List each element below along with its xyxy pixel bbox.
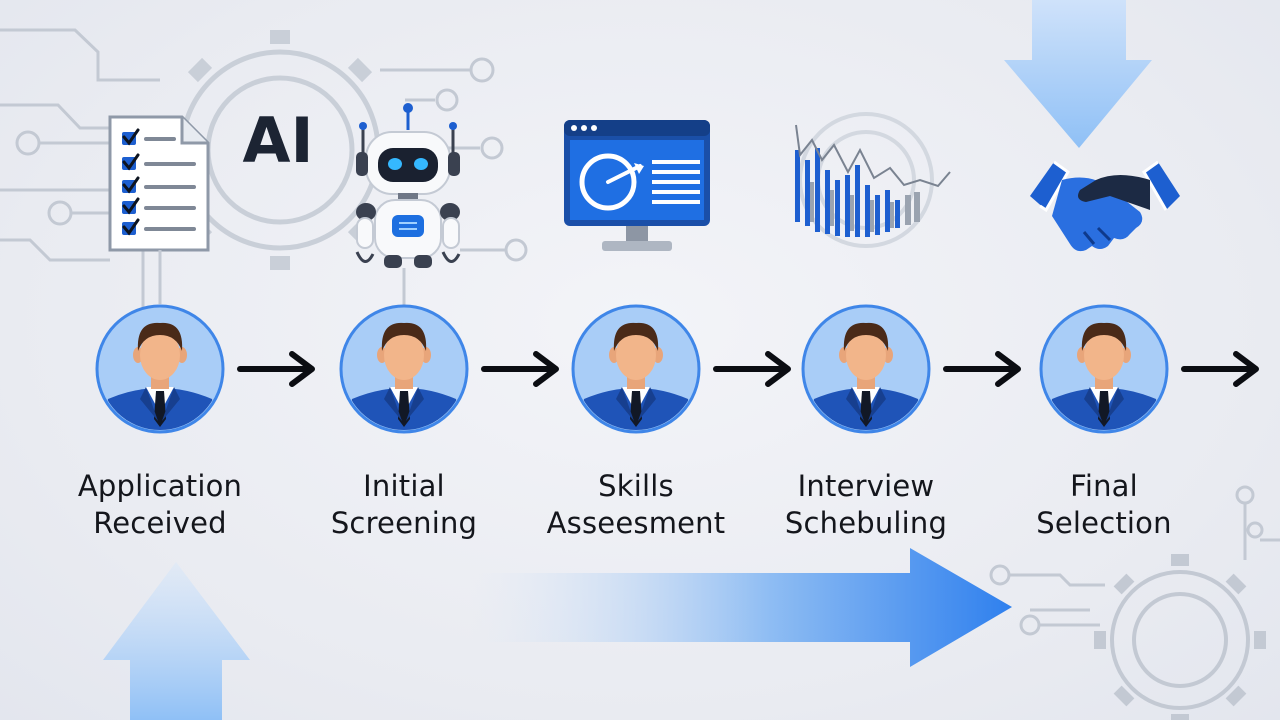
stage-label-line2: Selection	[1036, 506, 1172, 540]
stage-label-interview-scheduling: Interview Schebuling	[756, 468, 976, 542]
stage-label-line1: Skills	[598, 469, 674, 503]
stage-avatar-2	[339, 304, 469, 434]
stage-label-line1: Initial	[363, 469, 445, 503]
ai-badge-text: AI	[242, 104, 314, 177]
stage-label-line2: Screening	[330, 506, 478, 540]
stage-label-line2: Asseesment	[546, 506, 726, 540]
monitor-dashboard-icon	[564, 120, 710, 251]
stage-avatar-4	[801, 304, 931, 434]
big-arrow-right	[470, 548, 1012, 667]
stage-avatar-1	[95, 304, 225, 434]
handshake-icon	[1030, 160, 1180, 252]
stage-avatar-3	[571, 304, 701, 434]
flow-arrow-2	[481, 351, 559, 387]
stage-label-line2: Schebuling	[784, 506, 948, 540]
gear-bottom-right-icon	[1094, 554, 1266, 720]
stage-label-initial-screening: Initial Screening	[294, 468, 514, 542]
circuit-traces-left	[0, 28, 528, 310]
robot-icon	[355, 103, 461, 268]
stage-label-application-received: Application Received	[50, 468, 270, 542]
stage-label-line1: Application	[77, 469, 243, 503]
checklist-document-icon	[108, 115, 210, 252]
stage-label-line1: Interview	[797, 469, 935, 503]
stage-label-line2: Received	[93, 506, 227, 540]
flow-arrow-5	[1181, 351, 1259, 387]
stage-label-skills-assessment: Skills Asseesment	[526, 468, 746, 542]
stage-label-final-selection: Final Selection	[994, 468, 1214, 542]
big-arrow-up	[103, 562, 250, 720]
big-arrow-down	[1004, 0, 1152, 148]
flow-arrow-4	[943, 351, 1021, 387]
flow-arrow-1	[237, 351, 315, 387]
stage-label-line1: Final	[1070, 469, 1138, 503]
circuit-traces-right	[989, 485, 1280, 636]
flow-arrow-3	[713, 351, 791, 387]
analytics-chart-icon	[795, 124, 951, 237]
stage-avatar-5	[1039, 304, 1169, 434]
